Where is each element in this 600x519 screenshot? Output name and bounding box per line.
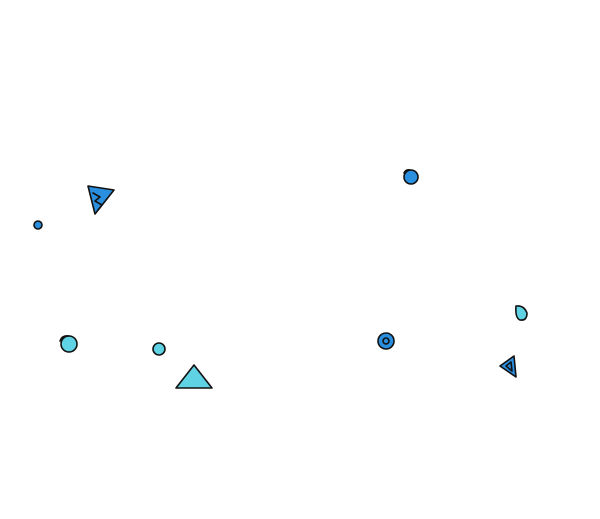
blue-triangle-right (499, 355, 517, 378)
cyan-triangle-bottom (175, 364, 213, 389)
blue-small-dot-left (33, 220, 43, 230)
cyan-circle-swirl-left (59, 335, 78, 353)
blue-triangle-zigzag (87, 185, 115, 215)
cyan-blob-right (515, 305, 528, 321)
blue-circle-top-right (403, 169, 419, 185)
blue-ring-circle (377, 332, 395, 350)
cyan-small-circle (152, 342, 166, 356)
